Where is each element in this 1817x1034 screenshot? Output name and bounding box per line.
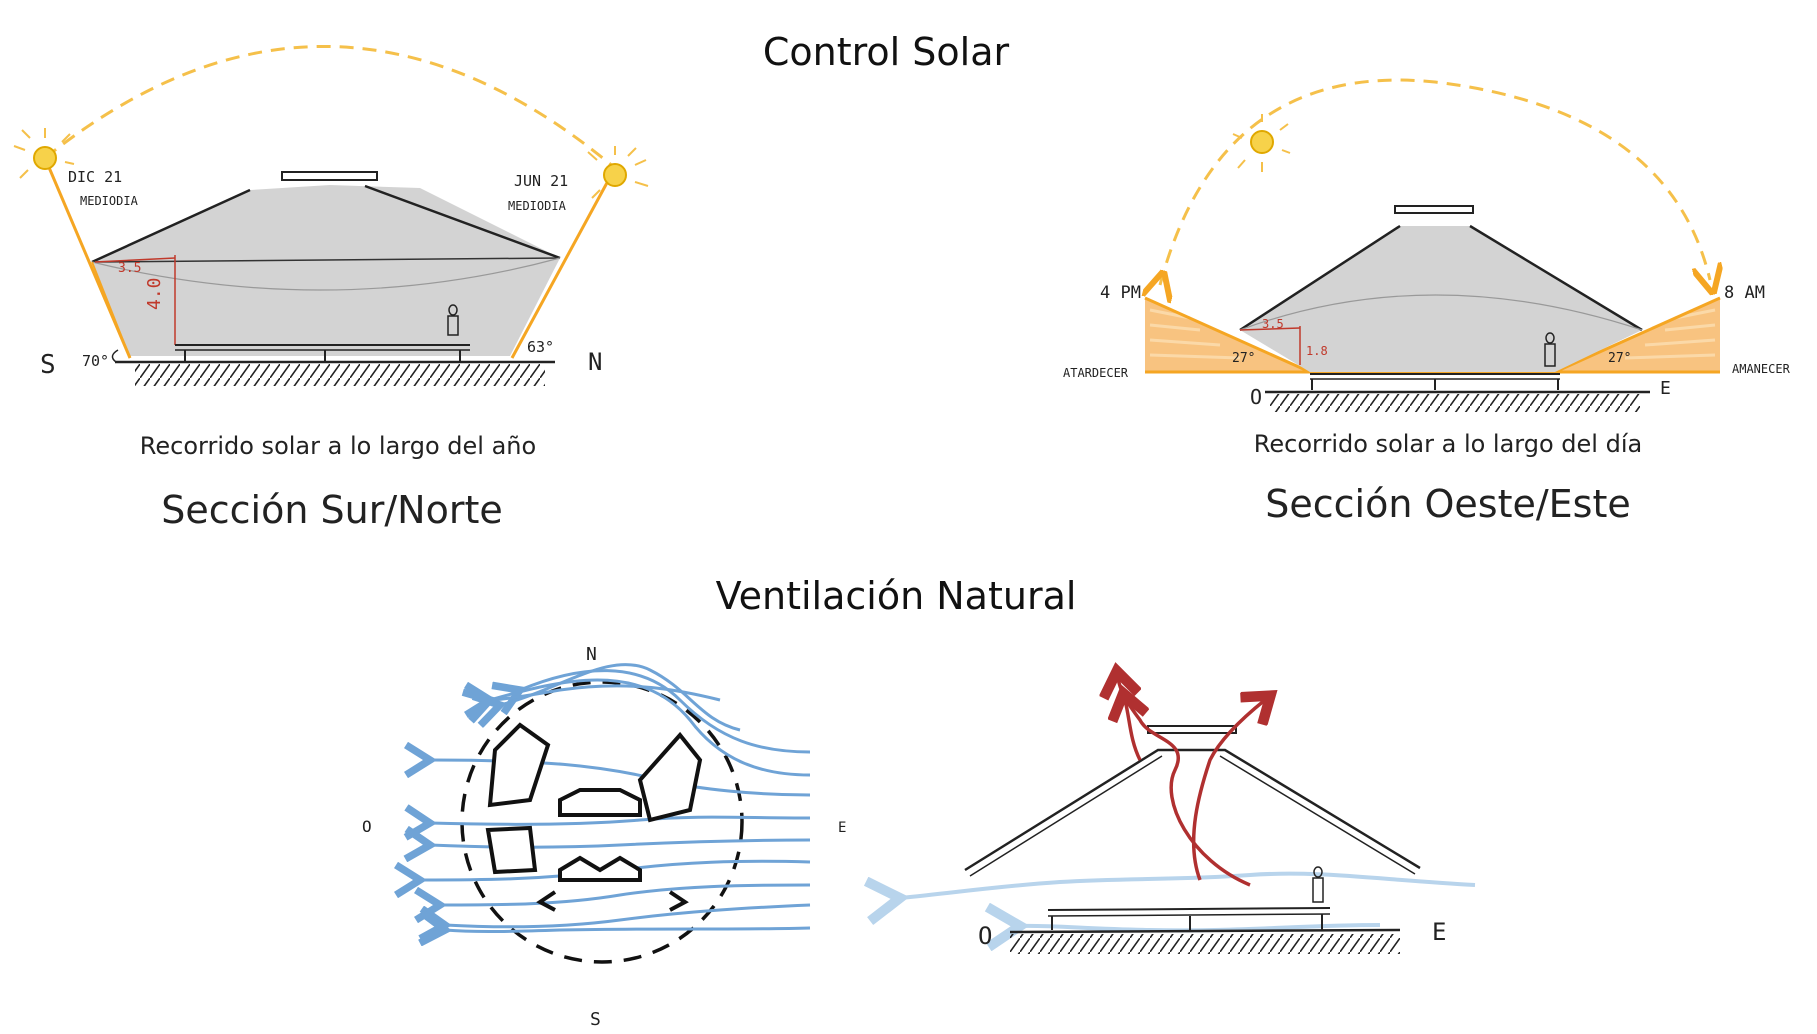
right-angle-left: 27° [1232,351,1255,366]
right-dir-e: E [1660,378,1671,399]
ventilation-plan-diagram: N S O E [362,644,846,1030]
plan-east: E [838,820,846,836]
sun-day-icon [1232,114,1291,172]
left-caption: Recorrido solar a lo largo del año [139,432,537,460]
site-circle [460,680,744,964]
sun-left-time: MEDIODIA [80,194,139,208]
right-angle-right: 27° [1608,351,1631,366]
ventilacion-title: Ventilación Natural [715,574,1077,618]
left-dim-height: 4.0 [144,277,165,310]
left-dir-s: S [40,350,56,380]
right-label-right: AMANECER [1732,362,1791,376]
right-section-diagram: 3.5 1.8 27° 27° 4 PM 8 AM ATARDECER AMAN… [1063,78,1791,412]
right-dir-o: O [1250,385,1262,409]
right-time-right: 8 AM [1724,283,1765,303]
right-dim-width: 3.5 [1262,317,1284,331]
section-west: O [978,922,992,950]
right-time-left: 4 PM [1100,283,1141,303]
left-section-title: Sección Sur/Norte [161,488,503,532]
hot-air-arrows [1118,678,1265,887]
ventilation-section-diagram: O E [900,678,1476,954]
plan-north: N [586,644,597,665]
right-dim-height: 1.8 [1306,344,1328,358]
left-dir-n: N [588,348,602,376]
section-east: E [1432,918,1446,946]
section-wind-upper [900,871,1476,898]
left-sun-path [44,44,616,170]
right-sun-path [1160,78,1710,285]
left-angle-right: 63° [527,338,554,356]
left-angle-left: 70° [82,352,109,370]
right-caption: Recorrido solar a lo largo del día [1253,430,1643,458]
left-roof-shade [92,185,560,356]
left-dim-width: 3.5 [118,261,141,276]
plan-buildings [485,722,703,912]
plan-west: O [362,817,372,836]
left-section-diagram: 3.5 4.0 [13,44,649,386]
right-roof-shade [1240,226,1642,372]
right-section-title: Sección Oeste/Este [1265,482,1631,526]
control-solar-title: Control Solar [762,30,1010,74]
sun-right-date: JUN 21 [514,172,568,190]
sun-left-date: DIC 21 [68,168,122,186]
sun-dec-icon [13,128,75,179]
sun-right-time: MEDIODIA [508,199,567,213]
sun-jun-icon [587,146,649,199]
right-label-left: ATARDECER [1063,366,1129,380]
plan-south: S [590,1009,601,1030]
